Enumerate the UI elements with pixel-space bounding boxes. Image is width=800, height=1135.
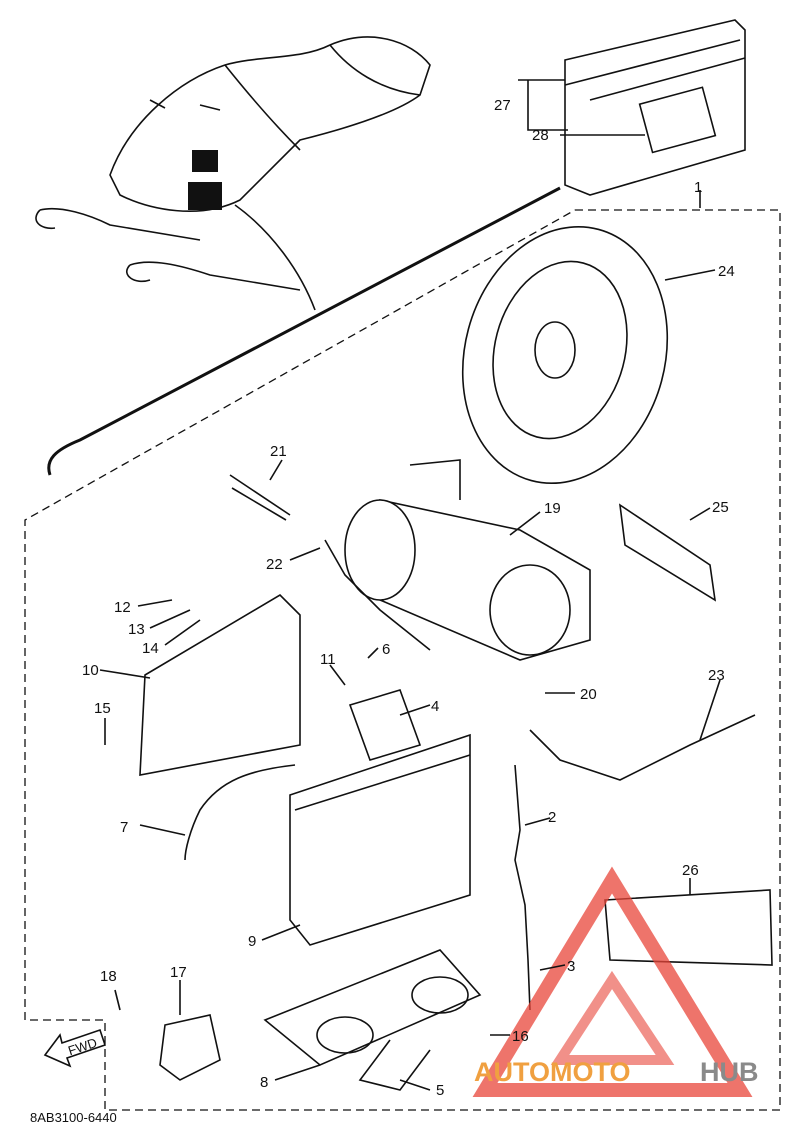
callout-27: 27 — [494, 97, 511, 114]
snowmobile-illustration — [35, 36, 431, 311]
callout-14: 14 — [142, 640, 159, 657]
callout-2: 2 — [548, 809, 556, 826]
watermark-brand-left: AUTOMOTO — [474, 1057, 631, 1087]
leader-lines — [99, 79, 721, 1091]
fwd-label: FWD — [66, 1035, 99, 1058]
fwd-arrow: FWD — [43, 1028, 107, 1068]
callout-9: 9 — [248, 933, 256, 950]
callout-15: 15 — [94, 700, 111, 717]
section-divider-line — [47, 186, 561, 476]
ring-gear — [461, 225, 669, 485]
callout-labels: 1 2 3 4 5 6 7 8 9 10 11 12 13 14 15 16 1… — [82, 97, 735, 1099]
band-5 — [358, 1039, 431, 1091]
callout-12: 12 — [114, 599, 131, 616]
diagram-code: 8AB3100-6440 — [30, 1110, 117, 1125]
cable-22 — [324, 539, 431, 651]
watermark-brand-right: HUB — [700, 1057, 759, 1087]
callout-17: 17 — [170, 964, 187, 981]
battery-9 — [289, 733, 471, 946]
callout-11: 11 — [320, 651, 336, 668]
callout-10: 10 — [82, 662, 99, 679]
callout-13: 13 — [128, 621, 145, 638]
callout-22: 22 — [266, 556, 283, 573]
callout-20: 20 — [580, 686, 597, 703]
callout-21: 21 — [270, 443, 287, 460]
callout-8: 8 — [260, 1074, 268, 1091]
tray-8 — [263, 949, 482, 1066]
relay-17 — [159, 1014, 221, 1081]
callout-16: 16 — [512, 1028, 529, 1045]
bracket-4 — [348, 689, 422, 761]
cover-26 — [604, 889, 773, 966]
assembly-boundary — [24, 209, 781, 1111]
cable-7 — [184, 764, 296, 861]
starter-motor — [344, 459, 591, 661]
callout-23: 23 — [708, 667, 725, 684]
battery-top — [564, 19, 746, 196]
callout-3: 3 — [567, 958, 575, 975]
bolt-21 — [229, 474, 291, 521]
callout-1: 1 — [694, 179, 702, 196]
pad-25 — [618, 503, 717, 602]
callout-5: 5 — [436, 1082, 444, 1099]
callout-26: 26 — [682, 862, 699, 879]
callout-7: 7 — [120, 819, 128, 836]
callout-6: 6 — [382, 641, 390, 658]
callout-18: 18 — [100, 968, 117, 985]
cable-23 — [529, 714, 756, 781]
watermark: AUTOMOTO HUB — [472, 866, 759, 1097]
plate-10 — [139, 593, 301, 776]
callout-28: 28 — [532, 127, 549, 144]
callout-24: 24 — [718, 263, 735, 280]
cable-2 — [514, 764, 531, 1011]
callout-19: 19 — [544, 500, 561, 517]
callout-4: 4 — [431, 698, 439, 715]
callout-25: 25 — [712, 499, 729, 516]
